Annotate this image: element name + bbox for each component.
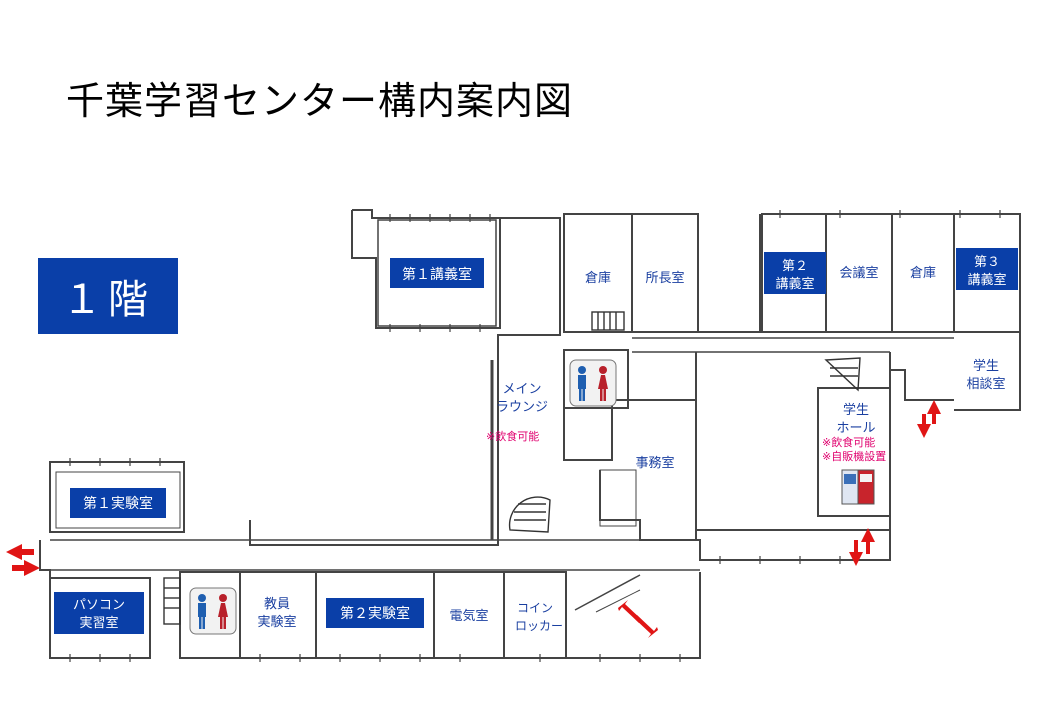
hall-note-1: ※飲食可能 [822, 435, 875, 449]
entrance-arrow-icon [6, 544, 40, 576]
room-lecture3-label-1: 第３ [974, 255, 1000, 270]
room-storage1-label: 倉庫 [585, 271, 611, 286]
room-lecture1: 第１講義室 [390, 258, 484, 288]
restroom-icon [569, 359, 617, 407]
room-locker-label-1: コイン [517, 601, 553, 615]
vending-machine-icon [841, 469, 875, 505]
room-lecture2-label-2: 講義室 [775, 276, 814, 292]
entrance-arrow-icon [917, 400, 941, 438]
entrance-arrow-icon [849, 528, 875, 566]
room-consult-label-2: 相談室 [966, 376, 1005, 392]
hall-note-2: ※自販機設置 [822, 449, 886, 463]
building-walls [39, 209, 1021, 659]
room-lab2: 第２実験室 [326, 598, 424, 628]
room-office-label: 事務室 [635, 455, 674, 471]
room-consult-label-1: 学生 [973, 358, 999, 374]
stairs-icon [163, 311, 861, 625]
room-lab1-label: 第１実験室 [83, 495, 153, 512]
room-lecture3: 第３ 講義室 [956, 248, 1018, 290]
room-director-label: 所長室 [645, 270, 684, 286]
room-lab1: 第１実験室 [70, 488, 166, 518]
room-staff-label-1: 教員 [264, 596, 290, 612]
room-locker-label-2: ロッカー [515, 619, 563, 633]
page-title: 千葉学習センター構内案内図 [66, 79, 574, 123]
restroom-icon [189, 587, 237, 635]
room-electric-label: 電気室 [449, 608, 488, 624]
notes: ※飲食可能 ※飲食可能 ※自販機設置 [486, 429, 886, 463]
wall-ticks [69, 210, 1001, 662]
room-meeting-label: 会議室 [839, 265, 878, 281]
room-hall-label-2: ホール [836, 421, 875, 436]
room-lecture3-label-2: 講義室 [967, 272, 1006, 288]
floor-badge: １階 [38, 258, 178, 334]
room-lounge-label-1: メイン [502, 382, 541, 397]
room-staff-label-2: 実験室 [257, 614, 296, 630]
room-pc-label-2: 実習室 [79, 615, 118, 631]
room-hall-label-1: 学生 [843, 402, 869, 418]
room-lounge-label-2: ラウンジ [496, 400, 548, 415]
lounge-note: ※飲食可能 [486, 429, 539, 443]
room-pc: パソコン 実習室 [54, 592, 144, 634]
room-storage2-label: 倉庫 [910, 266, 936, 281]
room-pc-label-1: パソコン [73, 598, 125, 613]
room-lecture1-label: 第１講義室 [402, 266, 472, 283]
room-lab2-label: 第２実験室 [340, 605, 410, 622]
entrance-arrow-icon [618, 600, 658, 638]
room-text-labels: 倉庫 所長室 会議室 倉庫 学生 相談室 メイン ラウンジ 事務室 学生 ホール… [257, 265, 1005, 633]
room-lecture2: 第２ 講義室 [764, 252, 826, 294]
room-lecture2-label-1: 第２ [782, 259, 808, 274]
